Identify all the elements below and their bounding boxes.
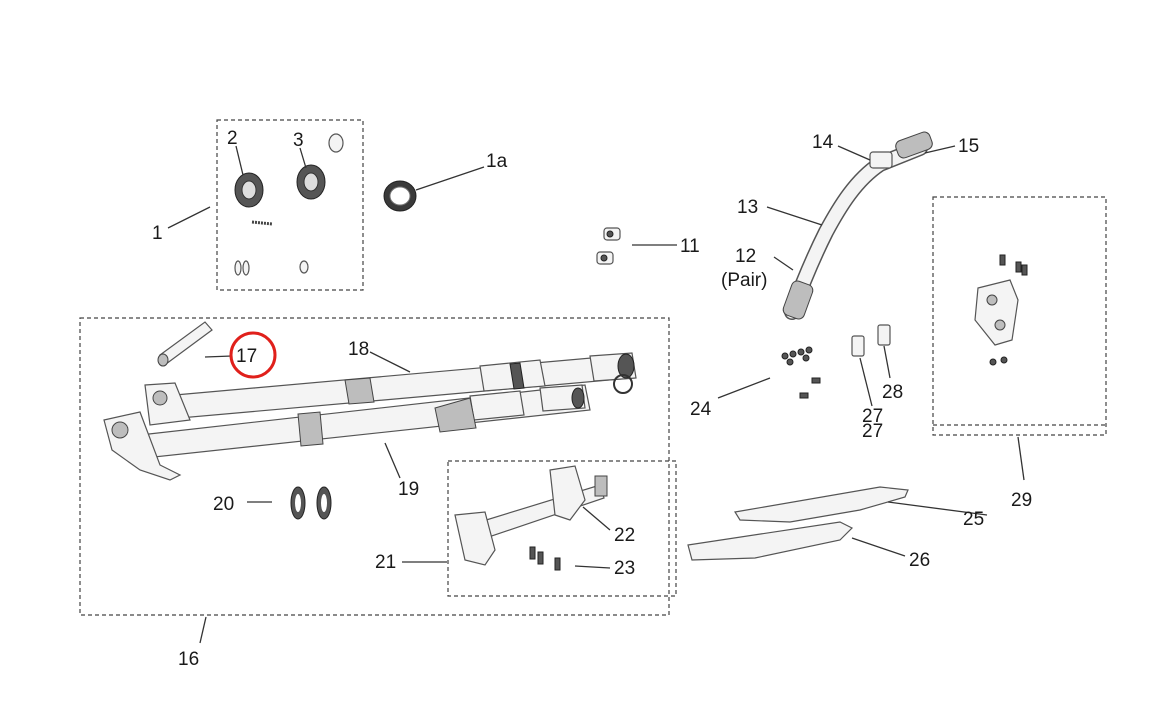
label-27: 27	[862, 406, 883, 427]
spring-pin	[251, 220, 273, 226]
clip	[299, 260, 309, 274]
label-3: 3	[293, 130, 304, 151]
clamp-kit-29[interactable]	[974, 254, 1028, 366]
axle-pin-17[interactable]	[157, 321, 213, 367]
clamp-kit-box	[932, 196, 1107, 436]
bushing-28[interactable]	[877, 324, 891, 346]
bearing-2[interactable]	[234, 172, 264, 208]
fork-leg-19[interactable]	[139, 384, 591, 459]
label-1: 1	[152, 223, 163, 244]
triple-clamp-box	[447, 460, 677, 597]
label-12: 12	[735, 246, 756, 267]
label-29: 29	[1011, 490, 1032, 511]
label-13: 13	[737, 197, 758, 218]
fork-leg-18[interactable]	[174, 352, 637, 419]
label-12-note: (Pair)	[721, 270, 767, 291]
fork-guard-26[interactable]	[687, 521, 854, 561]
bracket-11[interactable]	[596, 227, 621, 265]
label-27-duplicate: 27	[862, 421, 883, 442]
handlebar-13[interactable]	[782, 130, 934, 320]
label-15: 15	[958, 136, 979, 157]
fork-guard-25[interactable]	[734, 486, 909, 523]
bearing-kit-box	[216, 119, 364, 291]
bolts-24[interactable]	[781, 346, 821, 399]
washer	[328, 133, 344, 153]
label-22: 22	[614, 525, 635, 546]
label-1a: 1a	[486, 151, 508, 172]
clip	[234, 260, 242, 276]
bearing-3[interactable]	[296, 164, 326, 200]
label-21: 21	[375, 552, 396, 573]
label-25: 25	[963, 509, 984, 530]
label-17: 17	[236, 346, 257, 367]
label-18: 18	[348, 339, 369, 360]
label-28: 28	[882, 382, 903, 403]
bolts-23[interactable]	[529, 546, 561, 571]
seal-1a[interactable]	[383, 180, 417, 212]
steering-stem-21[interactable]	[454, 465, 608, 566]
label-24: 24	[690, 399, 712, 420]
label-26: 26	[909, 550, 930, 571]
label-16: 16	[178, 649, 199, 670]
label-11: 11	[680, 236, 700, 257]
highlight-circle	[229, 331, 277, 379]
label-14: 14	[812, 132, 834, 153]
label-2: 2	[227, 128, 238, 149]
fork-foot	[103, 382, 191, 481]
seals-20[interactable]	[290, 486, 332, 520]
label-20: 20	[213, 494, 234, 515]
bushing-27[interactable]	[851, 335, 865, 357]
fork-assembly-box	[79, 317, 670, 616]
label-23: 23	[614, 558, 635, 579]
clip	[242, 260, 250, 276]
label-19: 19	[398, 479, 419, 500]
